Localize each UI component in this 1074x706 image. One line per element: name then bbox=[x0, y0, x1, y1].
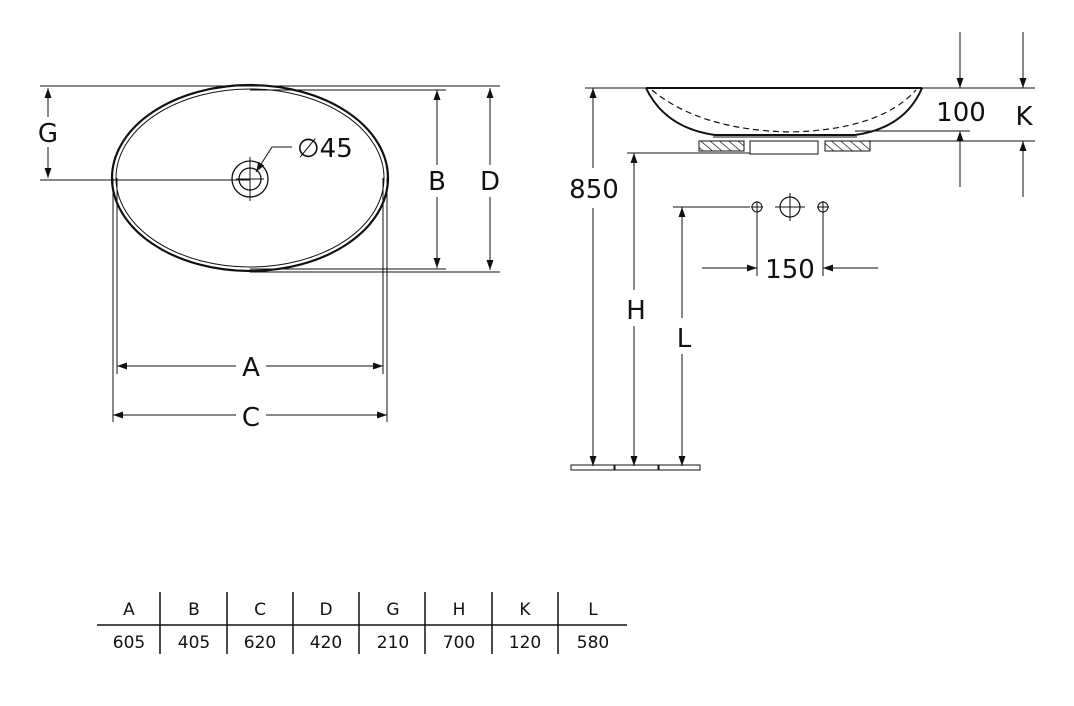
table-header: H bbox=[453, 600, 466, 620]
table-header: C bbox=[254, 600, 266, 620]
table-cell: 700 bbox=[443, 633, 475, 653]
label-D: D bbox=[480, 167, 500, 197]
table-cell: 405 bbox=[178, 633, 210, 653]
tap-holes-icon bbox=[751, 193, 829, 221]
table-cell: 580 bbox=[577, 633, 609, 653]
basin-outline bbox=[110, 83, 390, 273]
dimension-labels: G B D A C ∅45 850 100 K H L 150 bbox=[38, 98, 1034, 433]
label-G: G bbox=[38, 119, 58, 149]
table-header: B bbox=[188, 600, 200, 620]
label-A: A bbox=[242, 353, 260, 383]
side-view bbox=[570, 32, 1035, 471]
table-cell: 120 bbox=[509, 633, 541, 653]
label-H: H bbox=[626, 296, 646, 326]
label-B: B bbox=[428, 167, 446, 197]
table-cell: 420 bbox=[310, 633, 342, 653]
label-L: L bbox=[677, 324, 692, 354]
top-view bbox=[40, 83, 500, 422]
table-header: A bbox=[123, 600, 135, 620]
label-850: 850 bbox=[569, 175, 619, 205]
label-drain-diameter: ∅45 bbox=[297, 134, 353, 164]
basin-profile bbox=[645, 87, 923, 136]
table-header-row: A B C D G H K L bbox=[123, 600, 598, 620]
table-cell: 605 bbox=[113, 633, 145, 653]
basin-inner-outline bbox=[115, 88, 385, 268]
dimension-table: A B C D G H K L 605 405 620 420 210 700 … bbox=[97, 592, 627, 654]
table-cell: 620 bbox=[244, 633, 276, 653]
label-100: 100 bbox=[936, 98, 986, 128]
label-C: C bbox=[242, 403, 260, 433]
table-header: K bbox=[519, 600, 531, 620]
label-K: K bbox=[1015, 102, 1033, 132]
drain-icon bbox=[231, 157, 269, 201]
table-header: L bbox=[588, 600, 598, 620]
table-cell: 210 bbox=[377, 633, 409, 653]
table-header: D bbox=[319, 600, 332, 620]
table-row: 605 405 620 420 210 700 120 580 bbox=[113, 633, 609, 653]
label-150: 150 bbox=[765, 255, 815, 285]
table-header: G bbox=[386, 600, 399, 620]
